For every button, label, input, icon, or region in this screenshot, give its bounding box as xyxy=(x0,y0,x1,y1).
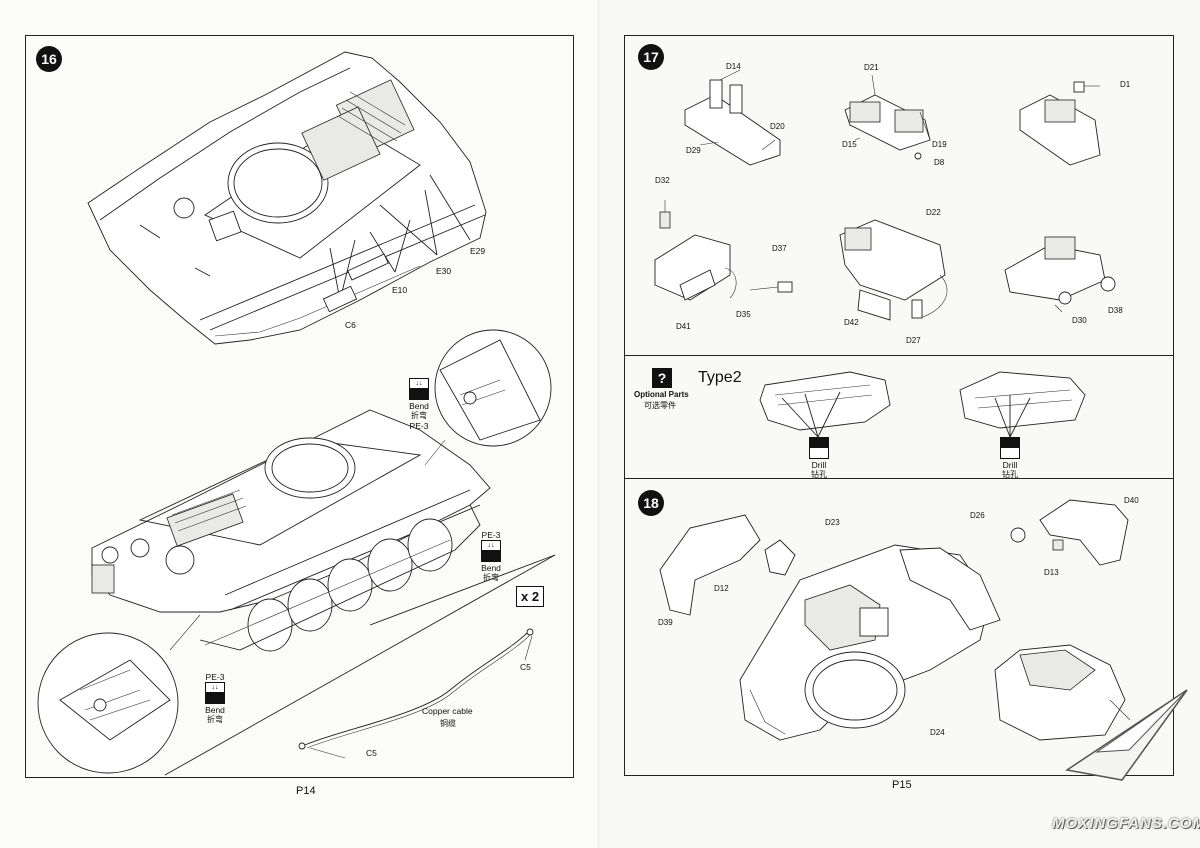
part-label: C5 xyxy=(520,662,531,672)
subassembly-b xyxy=(844,74,931,160)
copper-cable-label: Copper cable xyxy=(422,706,473,716)
optional-parts-title: Optional Parts xyxy=(634,390,689,399)
part-label: D29 xyxy=(686,146,701,155)
part-label: D32 xyxy=(655,176,670,185)
part-label: E10 xyxy=(392,285,408,295)
step-number: 16 xyxy=(36,46,62,72)
bend-mark: PE-3 ↓↓ Bend 折弯 xyxy=(476,530,506,583)
part-label: D15 xyxy=(842,140,857,149)
subassembly-c xyxy=(1019,81,1101,166)
bend-label-cn: 折弯 xyxy=(207,715,223,724)
copper-cable-drawing xyxy=(298,628,534,759)
bend-label: Bend xyxy=(205,705,225,715)
bend-mark: ↓↓ Bend 折弯 PE-3 xyxy=(404,378,434,431)
step-16-frame xyxy=(25,35,574,778)
drill-mark: Drill 钻孔 xyxy=(802,437,836,480)
drill-label-cn: 钻孔 xyxy=(1002,470,1018,479)
type-label: Type2 xyxy=(698,369,742,386)
brand-logo xyxy=(1065,689,1188,781)
subassembly-f xyxy=(1004,236,1116,313)
part-label: D37 xyxy=(772,244,787,253)
part-label: D42 xyxy=(844,318,859,327)
bend-label-cn: 折弯 xyxy=(483,573,499,582)
bend-label: Bend xyxy=(409,401,429,411)
drill-label: Drill xyxy=(1002,460,1018,470)
part-label: D20 xyxy=(770,122,785,131)
copper-cable-label-cn: 铜缆 xyxy=(440,719,456,728)
page-number: P14 xyxy=(296,785,316,797)
part-label: E30 xyxy=(436,266,452,276)
part-label: D12 xyxy=(714,584,729,593)
step-18-assembly xyxy=(659,499,1131,741)
subassembly-a xyxy=(684,69,781,166)
part-label: D30 xyxy=(1072,316,1087,325)
bend-part: PE-3 xyxy=(205,672,225,682)
drill-label-cn: 钻孔 xyxy=(811,470,827,479)
drill-mark: Drill 钻孔 xyxy=(993,437,1027,480)
bend-label-cn: 折弯 xyxy=(411,411,427,420)
part-label: D35 xyxy=(736,310,751,319)
instruction-page-right: 17 18 xyxy=(600,0,1200,848)
part-label: D27 xyxy=(906,336,921,345)
part-label: D13 xyxy=(1044,568,1059,577)
step-18-frame xyxy=(624,478,1174,776)
page-number: P15 xyxy=(892,779,912,791)
watermark-text: MOXINGFANS.COM xyxy=(1052,815,1200,832)
step-number: 17 xyxy=(638,44,664,70)
bend-part: PE-3 xyxy=(409,421,429,431)
part-label: D39 xyxy=(658,618,673,627)
optional-parts-title-cn: 可选零件 xyxy=(644,401,676,410)
step-17-18-drawing xyxy=(654,69,1188,781)
instruction-page-left: 16 xyxy=(25,35,574,797)
bend-label: Bend xyxy=(481,563,501,573)
part-label: D24 xyxy=(930,728,945,737)
quantity-multiplier: x 2 xyxy=(516,586,545,607)
part-label: D14 xyxy=(726,62,741,71)
drill-label: Drill xyxy=(811,460,827,470)
optional-type2-parts xyxy=(759,371,1086,438)
bend-mark: PE-3 ↓↓ Bend 折弯 xyxy=(200,672,230,725)
detail-circles xyxy=(37,329,552,774)
part-label: D21 xyxy=(864,63,879,72)
subassembly-e xyxy=(839,219,948,321)
hull-side-view xyxy=(91,409,556,776)
hull-top-view xyxy=(87,51,487,345)
step-number: 18 xyxy=(638,490,664,516)
part-label: D1 xyxy=(1120,80,1131,89)
part-label: D40 xyxy=(1124,496,1139,505)
part-label: D26 xyxy=(970,511,985,520)
part-label: E29 xyxy=(470,246,486,256)
part-label: D41 xyxy=(676,322,691,331)
part-label: D22 xyxy=(926,208,941,217)
part-label: D38 xyxy=(1108,306,1123,315)
bend-part: PE-3 xyxy=(481,530,501,540)
part-label: D23 xyxy=(825,518,840,527)
part-label: C6 xyxy=(345,320,356,330)
part-label: C5 xyxy=(366,748,377,758)
question-icon: ? xyxy=(652,368,672,388)
part-label: D8 xyxy=(934,158,945,167)
subassembly-d xyxy=(654,200,793,301)
step-16-drawing xyxy=(37,51,556,776)
part-label: D19 xyxy=(932,140,947,149)
